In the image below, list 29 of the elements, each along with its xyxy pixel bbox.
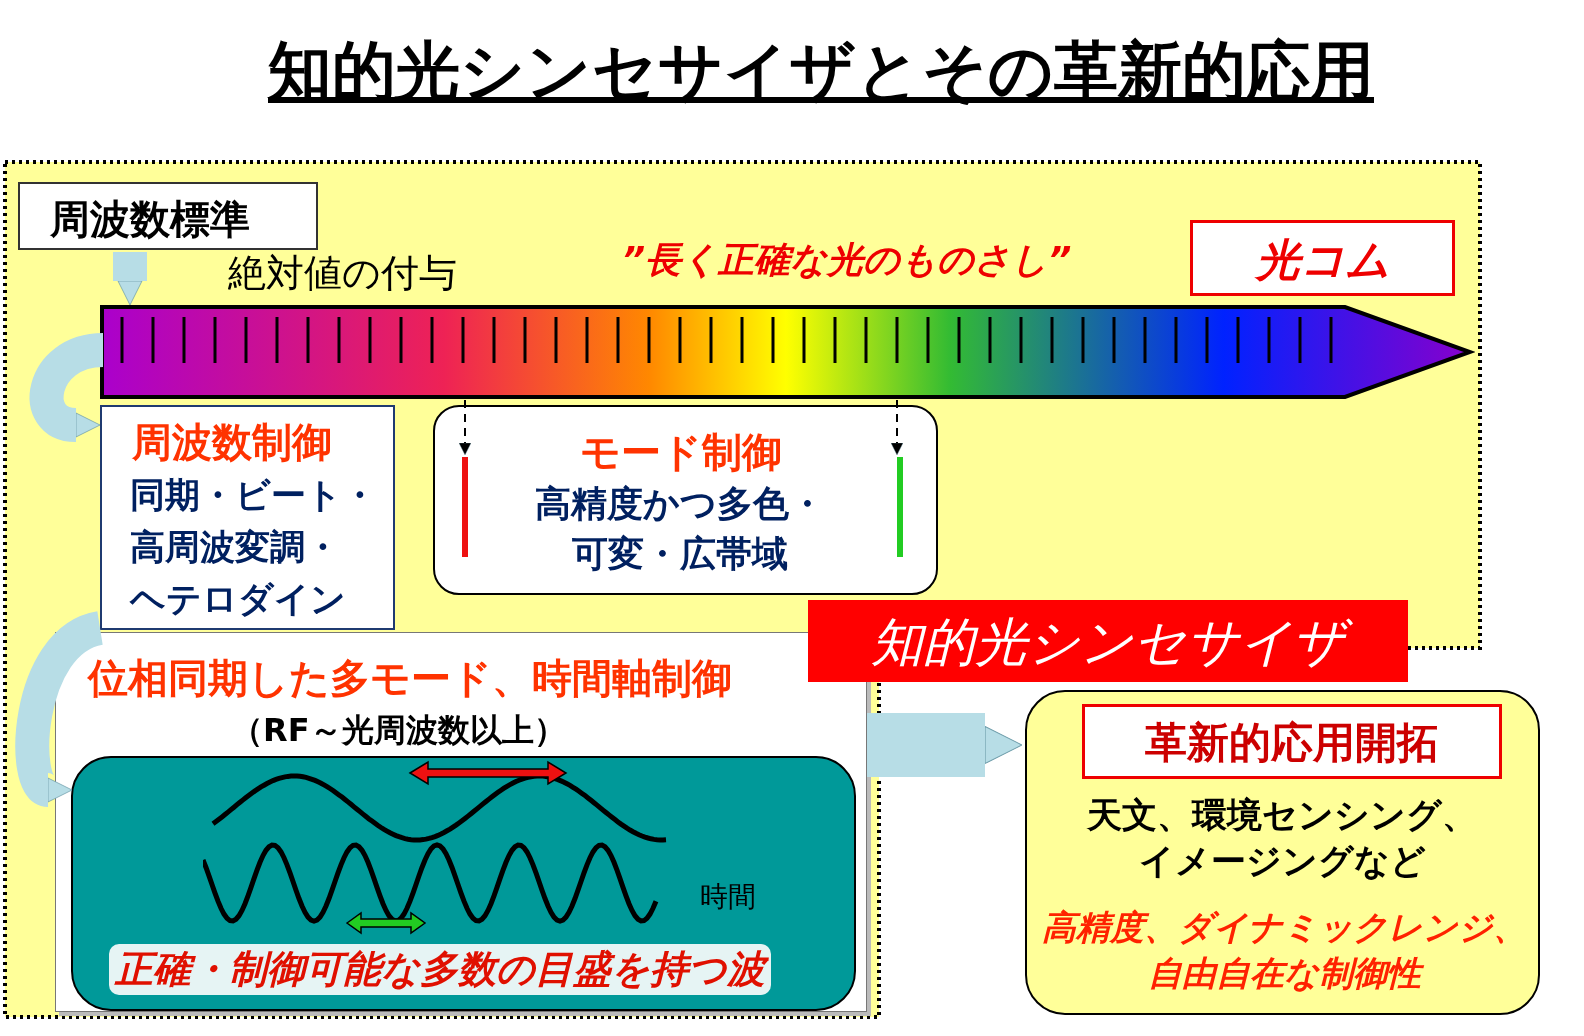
panel-text: 天文、環境センシング、イメージングなど: [1086, 794, 1478, 883]
label-box: 周波数標準: [18, 182, 318, 250]
spectral-line-bar: [462, 457, 468, 557]
arrow: [458, 399, 472, 456]
wave-caption: 正確・制御可能な多数の目盛を持つ波: [109, 944, 771, 995]
box-heading: 周波数制御: [132, 418, 332, 467]
rounded-box: [433, 405, 938, 595]
arrow: [890, 399, 904, 456]
rounded-panel: [1025, 690, 1540, 1015]
arrow: [29, 333, 105, 442]
panel-heading: 位相同期した多モード、時間軸制御: [88, 654, 732, 703]
axis-label: 時間: [700, 879, 756, 915]
label-box: 革新的応用開拓: [1082, 704, 1502, 779]
spectral-line-bar: [897, 457, 903, 557]
spectrum-arrow-bar: [100, 305, 1475, 400]
panel-subheading: （RF～光周波数以上）: [231, 710, 566, 751]
arrow: [113, 252, 147, 306]
label-box: 光コム: [1190, 220, 1455, 296]
rounded-panel: [71, 756, 856, 1011]
arrow: [15, 611, 106, 806]
block-arrow: [867, 713, 1023, 777]
diagram-title: 知的光シンセサイザとその革新的応用: [268, 33, 1374, 110]
tagline-text: ”長く正確な光のものさし”: [622, 238, 1072, 282]
box-heading: モード制御: [580, 428, 782, 477]
text-box: [100, 405, 395, 630]
annotation-text: 絶対値の付与: [228, 250, 457, 297]
box-text: 同期・ビート・高周波変調・ヘテロダイン: [130, 474, 378, 621]
panel-text: 高精度、ダイナミックレンジ、自由自在な制御性: [1041, 906, 1528, 995]
box-text: 高精度かつ多色・可変・広帯域: [534, 482, 826, 576]
